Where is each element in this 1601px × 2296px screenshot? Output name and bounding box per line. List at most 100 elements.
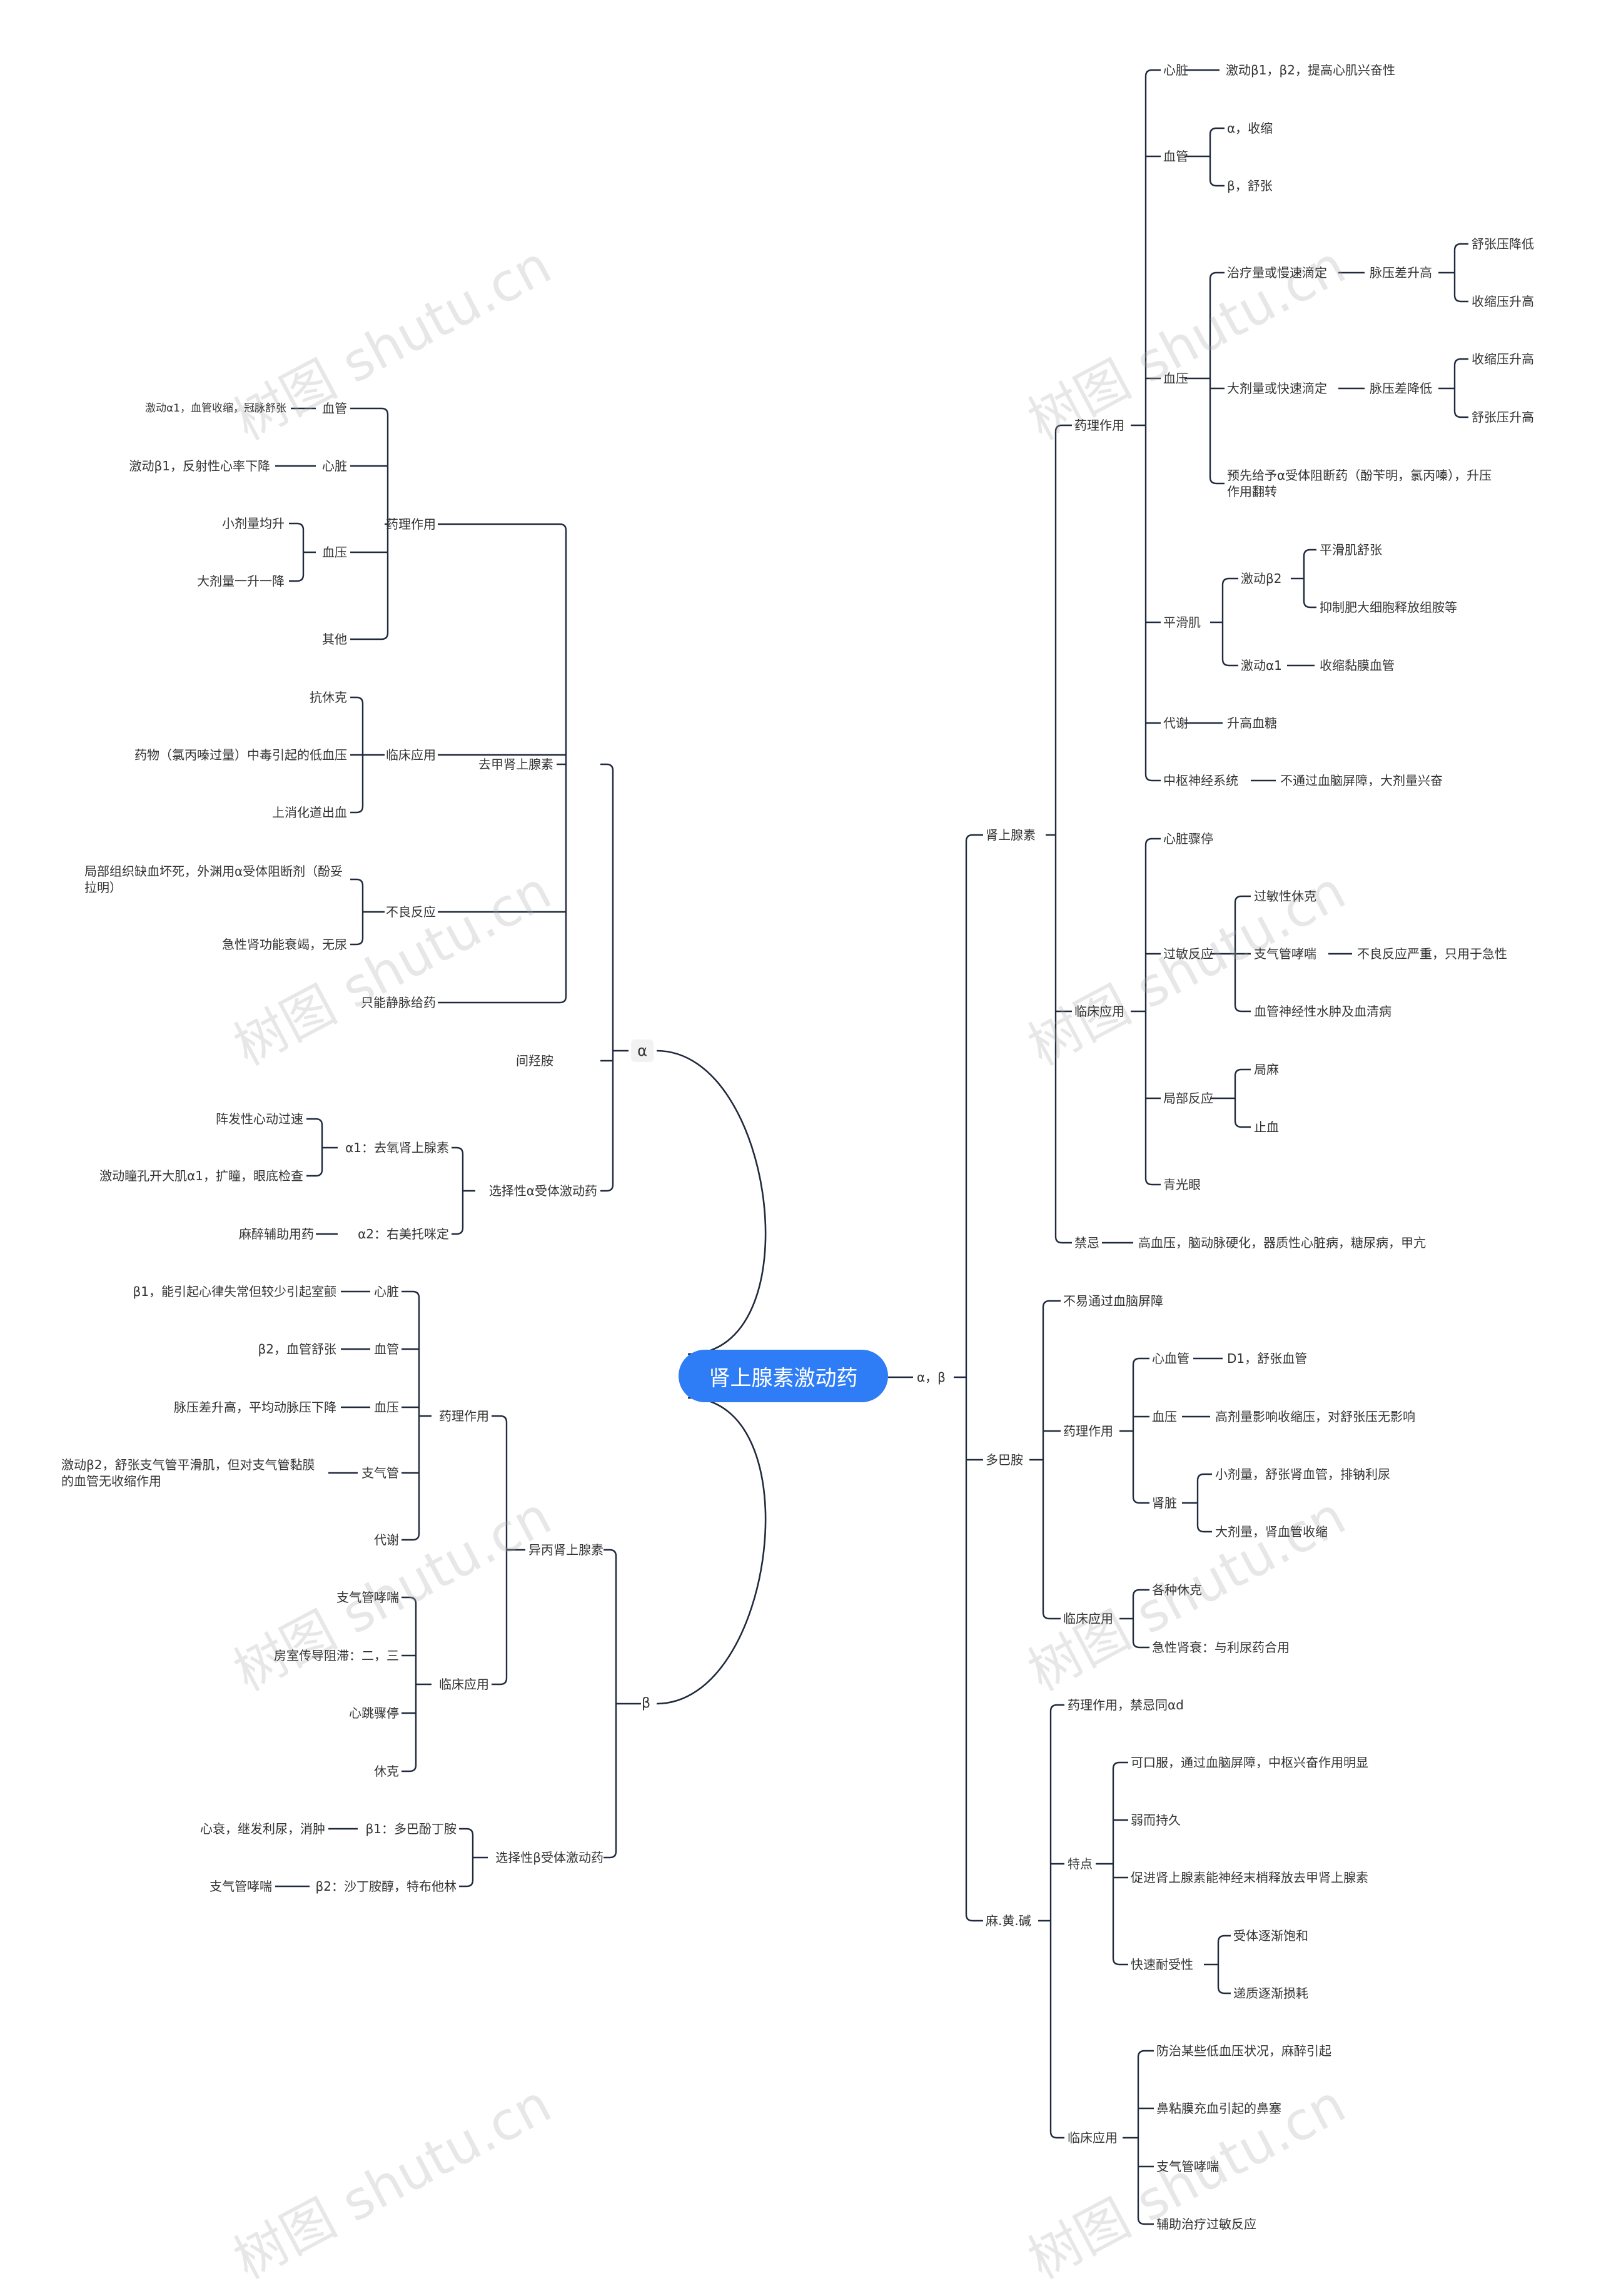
adr-cns-detail: 不通过血脑屏障，大剂量兴奋 <box>1280 773 1443 788</box>
topic-ephedrine[interactable]: 麻.黄.碱 <box>986 1913 1031 1928</box>
topic-adr-heart[interactable]: 心脏 <box>1163 63 1188 78</box>
connector-line <box>1137 2050 1154 2058</box>
connector-line <box>350 696 364 704</box>
connector-line <box>965 1914 983 1922</box>
connector-line <box>1132 1589 1149 1597</box>
topic-ephedrine-features[interactable]: 特点 <box>1068 1856 1093 1871</box>
beta2-detail: 支气管哮喘 <box>210 1879 272 1894</box>
ephedrine-tolerance[interactable]: 快速耐受性 <box>1131 1957 1193 1972</box>
dopamine-clinical-item: 急性肾衰：与利尿药合用 <box>1152 1640 1290 1655</box>
topic-alpha2-agent[interactable]: α2：右美托咪定 <box>358 1226 449 1242</box>
topic-iv-only[interactable]: 只能静脉给药 <box>361 995 436 1010</box>
connector-line <box>452 1146 464 1155</box>
root-topic[interactable]: 肾上腺素激动药 <box>679 1350 888 1402</box>
iso-clinical-item: 心跳骤停 <box>349 1706 399 1721</box>
connector-line <box>1144 774 1161 782</box>
adverse-item: 急性肾功能衰竭，无尿 <box>222 937 347 952</box>
topic-adr-bp[interactable]: 血压 <box>1163 371 1188 386</box>
topic-iso-bronchus[interactable]: 支气管 <box>361 1465 399 1480</box>
adr-vessel-item: α，收缩 <box>1227 121 1273 136</box>
connector-line <box>1217 1934 1231 1943</box>
topic-dopamine[interactable]: 多巴胺 <box>986 1452 1023 1467</box>
connector-line <box>306 1118 323 1126</box>
topic-beta[interactable]: β <box>641 1696 650 1711</box>
topic-iso-heart[interactable]: 心脏 <box>374 1284 399 1299</box>
connector-line <box>492 1677 508 1686</box>
adr-alpha1-detail: 收缩黏膜血管 <box>1320 658 1395 673</box>
topic-isoprenaline[interactable]: 异丙肾上腺素 <box>528 1542 604 1557</box>
adr-bp-reversal[interactable]: 预先给予α受体阻断药（酚苄明，氯丙嗪），升压作用翻转 <box>1227 468 1492 499</box>
topic-heart[interactable]: 心脏 <box>322 458 347 473</box>
topic-noradrenaline[interactable]: 去甲肾上腺素 <box>478 757 553 772</box>
adr-allergy-asthma[interactable]: 支气管哮喘 <box>1254 946 1316 961</box>
topic-adr-metabolism[interactable]: 代谢 <box>1163 716 1188 731</box>
topic-adrenaline-pharmacology[interactable]: 药理作用 <box>1074 418 1124 433</box>
topic-noradrenaline-pharmacology[interactable]: 药理作用 <box>386 517 436 532</box>
iso-clinical-item: 休克 <box>374 1764 399 1779</box>
topic-iso-bp[interactable]: 血压 <box>374 1400 399 1415</box>
connector-line <box>1234 1068 1251 1076</box>
topic-adr-smooth-muscle[interactable]: 平滑肌 <box>1163 615 1201 630</box>
adr-contraindication-detail: 高血压，脑动脉硬化，器质性心脏病，糖尿病，甲亢 <box>1138 1235 1426 1250</box>
topic-adrenaline[interactable]: 肾上腺素 <box>986 827 1036 842</box>
adr-bp-large[interactable]: 大剂量或快速滴定 <box>1227 381 1327 396</box>
topic-other[interactable]: 其他 <box>322 632 347 647</box>
adr-bp-therapeutic-item: 舒张压降低 <box>1472 236 1534 251</box>
topic-beta2-agent[interactable]: β2：沙丁胺醇，特布他林 <box>315 1879 457 1894</box>
topic-dopamine-clinical[interactable]: 临床应用 <box>1063 1611 1113 1626</box>
topic-alpha1-agent[interactable]: α1：去氧肾上腺素 <box>345 1140 449 1155</box>
adr-beta2-item: 平滑肌舒张 <box>1320 542 1382 557</box>
connector-line <box>1221 659 1238 667</box>
connector-line <box>1049 2131 1064 2139</box>
adr-cardiac-arrest: 心脏骤停 <box>1163 831 1213 846</box>
connector-line <box>402 1764 417 1773</box>
topic-adr-contraindication[interactable]: 禁忌 <box>1074 1235 1099 1250</box>
connector-line <box>1144 1178 1161 1186</box>
topic-vessel[interactable]: 血管 <box>322 401 347 416</box>
dopamine-cardio[interactable]: 心血管 <box>1152 1351 1189 1366</box>
dopamine-kidney[interactable]: 肾脏 <box>1152 1495 1177 1510</box>
topic-metaraminol[interactable]: 间羟胺 <box>516 1053 553 1068</box>
connector-line <box>1132 1357 1149 1365</box>
adr-beta2[interactable]: 激动β2 <box>1241 571 1282 586</box>
connector-line <box>452 1227 464 1235</box>
adr-glaucoma: 青光眼 <box>1163 1177 1201 1192</box>
topic-selective-beta[interactable]: 选择性β受体激动药 <box>495 1850 604 1865</box>
topic-iso-pharmacology[interactable]: 药理作用 <box>439 1408 489 1424</box>
topic-dopamine-pharmacology[interactable]: 药理作用 <box>1063 1424 1113 1439</box>
topic-alpha[interactable]: α <box>631 1039 654 1062</box>
adr-allergy-shock: 过敏性休克 <box>1254 889 1316 904</box>
adr-allergy[interactable]: 过敏反应 <box>1163 946 1213 961</box>
adr-vessel-item: β，舒张 <box>1227 178 1273 193</box>
topic-iso-clinical[interactable]: 临床应用 <box>439 1677 489 1692</box>
adr-alpha1[interactable]: 激动α1 <box>1241 658 1282 673</box>
iso-clinical-item: 房室传导阻滞：二，三 <box>274 1648 399 1663</box>
adr-bp-therapeutic[interactable]: 治疗量或慢速滴定 <box>1227 265 1327 280</box>
topic-beta1-agent[interactable]: β1：多巴酚丁胺 <box>365 1821 457 1836</box>
adr-local[interactable]: 局部反应 <box>1163 1091 1213 1106</box>
topic-alpha-beta[interactable]: α，β <box>917 1370 946 1385</box>
topic-iso-metabolism[interactable]: 代谢 <box>374 1532 399 1547</box>
topic-adr-vessel[interactable]: 血管 <box>1163 149 1188 164</box>
topic-noradrenaline-clinical[interactable]: 临床应用 <box>386 747 436 762</box>
connector-line <box>350 806 364 814</box>
topic-blood-pressure[interactable]: 血压 <box>322 545 347 560</box>
topic-adr-clinical[interactable]: 临床应用 <box>1074 1004 1124 1019</box>
clinical-item: 上消化道出血 <box>272 805 347 820</box>
ephedrine-pharmacology: 药理作用，禁忌同αd <box>1068 1697 1184 1712</box>
dopamine-bp[interactable]: 血压 <box>1152 1409 1177 1424</box>
ephedrine-feature-item: 弱而持久 <box>1131 1813 1181 1828</box>
connector-line <box>438 523 567 531</box>
topic-ephedrine-clinical[interactable]: 临床应用 <box>1068 2130 1118 2145</box>
connector-line <box>1054 424 1072 432</box>
adverse-item: 局部组织缺血坏死，外渊用α受体阻断剂（酚妥拉明） <box>84 864 343 895</box>
topic-adr-cns[interactable]: 中枢神经系统 <box>1163 773 1238 788</box>
connector-line <box>656 1397 767 1705</box>
topic-heart-detail: 激动β1，反射性心率下降 <box>129 458 271 473</box>
topic-adverse-reaction[interactable]: 不良反应 <box>386 904 436 919</box>
topic-iso-vessel[interactable]: 血管 <box>374 1342 399 1357</box>
connector-line <box>656 1049 767 1355</box>
topic-selective-alpha[interactable]: 选择性α受体激动药 <box>488 1183 597 1198</box>
ephedrine-clinical-item: 防治某些低血压状况，麻醉引起 <box>1156 2043 1331 2058</box>
